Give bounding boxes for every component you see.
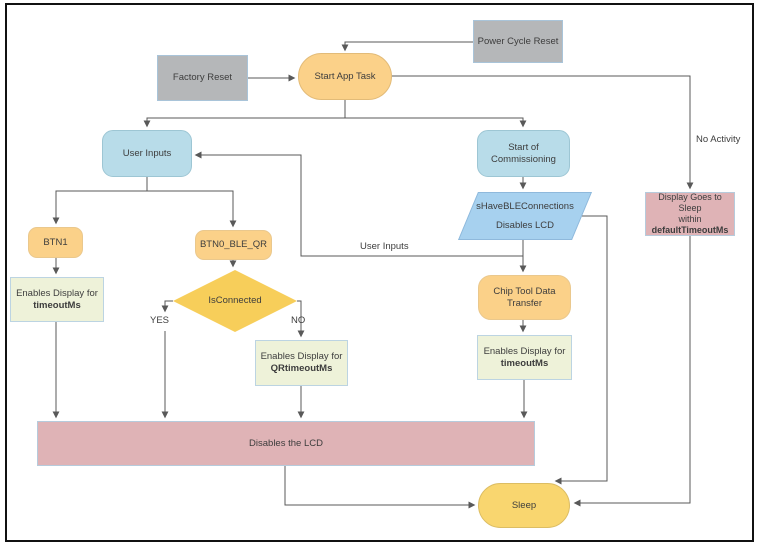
node-label: User Inputs	[122, 147, 172, 159]
node-label-line1: Display Goes to Sleep	[658, 192, 722, 214]
node-user-inputs: User Inputs	[102, 130, 192, 177]
node-label-bold: timeoutMs	[500, 357, 549, 369]
node-sleep: Sleep	[478, 483, 570, 528]
node-enables-display-timeoutms-left: Enables Display for timeoutMs	[10, 277, 104, 322]
node-label-bold: QRtimeoutMs	[270, 363, 333, 374]
node-label: BTN0_BLE_QR	[199, 239, 268, 251]
node-label-line1: Start of	[508, 141, 539, 153]
node-start-of-commissioning: Start of Commissioning	[477, 130, 570, 177]
edge-label-user-inputs: User Inputs	[360, 241, 409, 252]
node-power-cycle-reset: Power Cycle Reset	[473, 20, 563, 63]
node-label-line1: Chip Tool Data	[493, 285, 556, 297]
node-label-line1: Enables Display for	[16, 287, 98, 299]
node-label: Sleep	[511, 499, 537, 511]
node-factory-reset: Factory Reset	[157, 55, 248, 101]
node-label-line2: Transfer	[506, 297, 543, 309]
node-start-app-task: Start App Task	[298, 53, 392, 100]
node-label: Disables the LCD	[249, 437, 323, 449]
node-display-goes-to-sleep: Display Goes to Sleep within defaultTime…	[645, 192, 735, 236]
edge-label-yes: YES	[150, 315, 170, 326]
node-label-line2: Commissioning	[491, 153, 556, 165]
edge-label-no-activity: No Activity	[696, 134, 741, 145]
node-label: Power Cycle Reset	[477, 35, 559, 47]
node-label: Factory Reset	[172, 72, 233, 84]
node-label-bold: timeoutMs	[33, 299, 81, 311]
node-label-bold: defaultTimeoutMs	[651, 224, 729, 235]
node-chip-tool-data-transfer: Chip Tool Data Transfer	[478, 275, 571, 320]
node-label-line1: sHaveBLEConnections	[476, 200, 574, 212]
node-btn1: BTN1	[28, 227, 83, 258]
node-label-line1: Enables Display for	[260, 351, 343, 363]
node-label: BTN1	[43, 236, 68, 248]
node-label-line2: within	[678, 214, 702, 224]
diagram-border	[5, 3, 754, 542]
node-enables-display-qrtimeoutms: Enables Display for QRtimeoutMs	[255, 340, 348, 386]
edge-label-no: NO	[291, 315, 306, 326]
node-label-line2: Disables LCD	[495, 220, 555, 232]
node-label: IsConnected	[208, 295, 262, 307]
node-label: Start App Task	[314, 70, 376, 82]
node-btn0-ble-qr: BTN0_BLE_QR	[195, 230, 272, 260]
node-enables-display-timeoutms-right: Enables Display for timeoutMs	[477, 335, 572, 380]
node-shaveble-connections: sHaveBLEConnections Disables LCD	[458, 192, 592, 240]
node-disables-the-lcd: Disables the LCD	[37, 421, 535, 466]
node-label-line1: Enables Display for	[483, 345, 566, 357]
